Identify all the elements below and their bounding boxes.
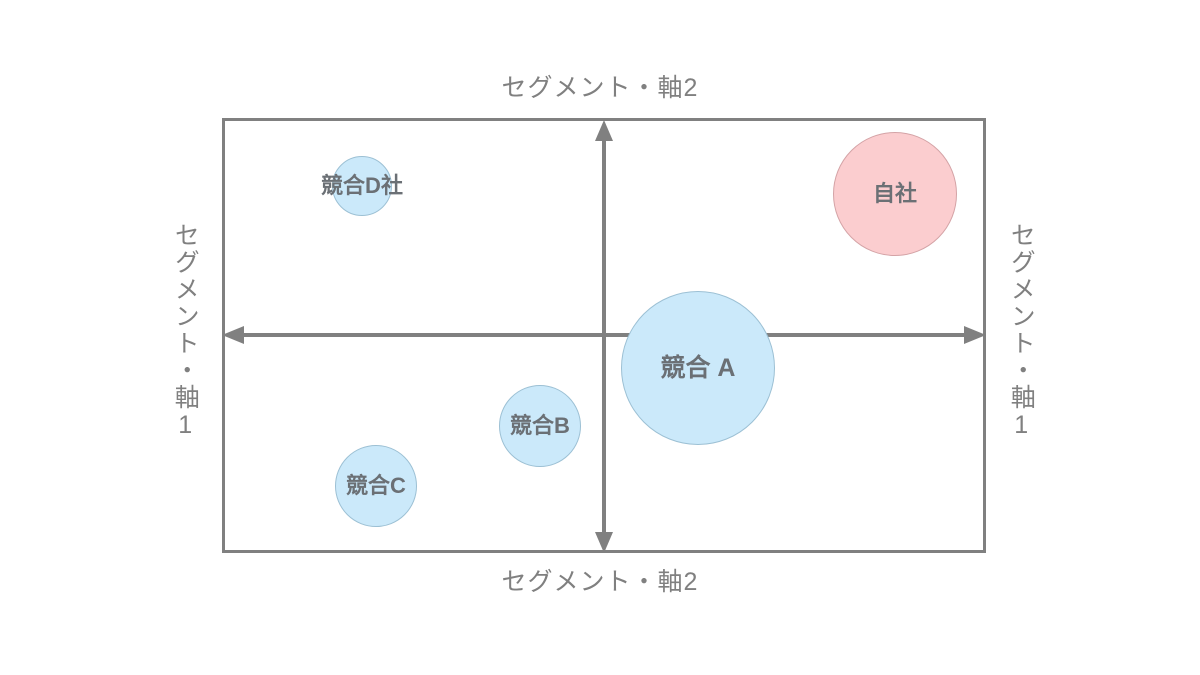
axis-caption-left: セグメント・軸1 bbox=[171, 222, 200, 441]
axis-caption-right: セグメント・軸1 bbox=[1007, 222, 1036, 441]
bubble-label: 競合C bbox=[346, 473, 406, 498]
bubble-5[interactable]: 競合C bbox=[335, 445, 417, 527]
bubble-label: 競合D社 bbox=[321, 173, 403, 198]
bubble-label: 自社 bbox=[872, 181, 917, 206]
bubble-label: 競合 A bbox=[660, 353, 736, 382]
bubble-3[interactable]: 競合 A bbox=[621, 291, 775, 445]
axis-caption-bottom: セグメント・軸2 bbox=[501, 568, 699, 596]
bubble-label: 競合B bbox=[510, 413, 570, 438]
bubble-4[interactable]: 競合B bbox=[499, 385, 581, 467]
bubble-1[interactable]: 競合D社 bbox=[321, 156, 403, 216]
axis-caption-top: セグメント・軸2 bbox=[501, 74, 699, 102]
bubble-2[interactable]: 自社 bbox=[833, 132, 957, 256]
